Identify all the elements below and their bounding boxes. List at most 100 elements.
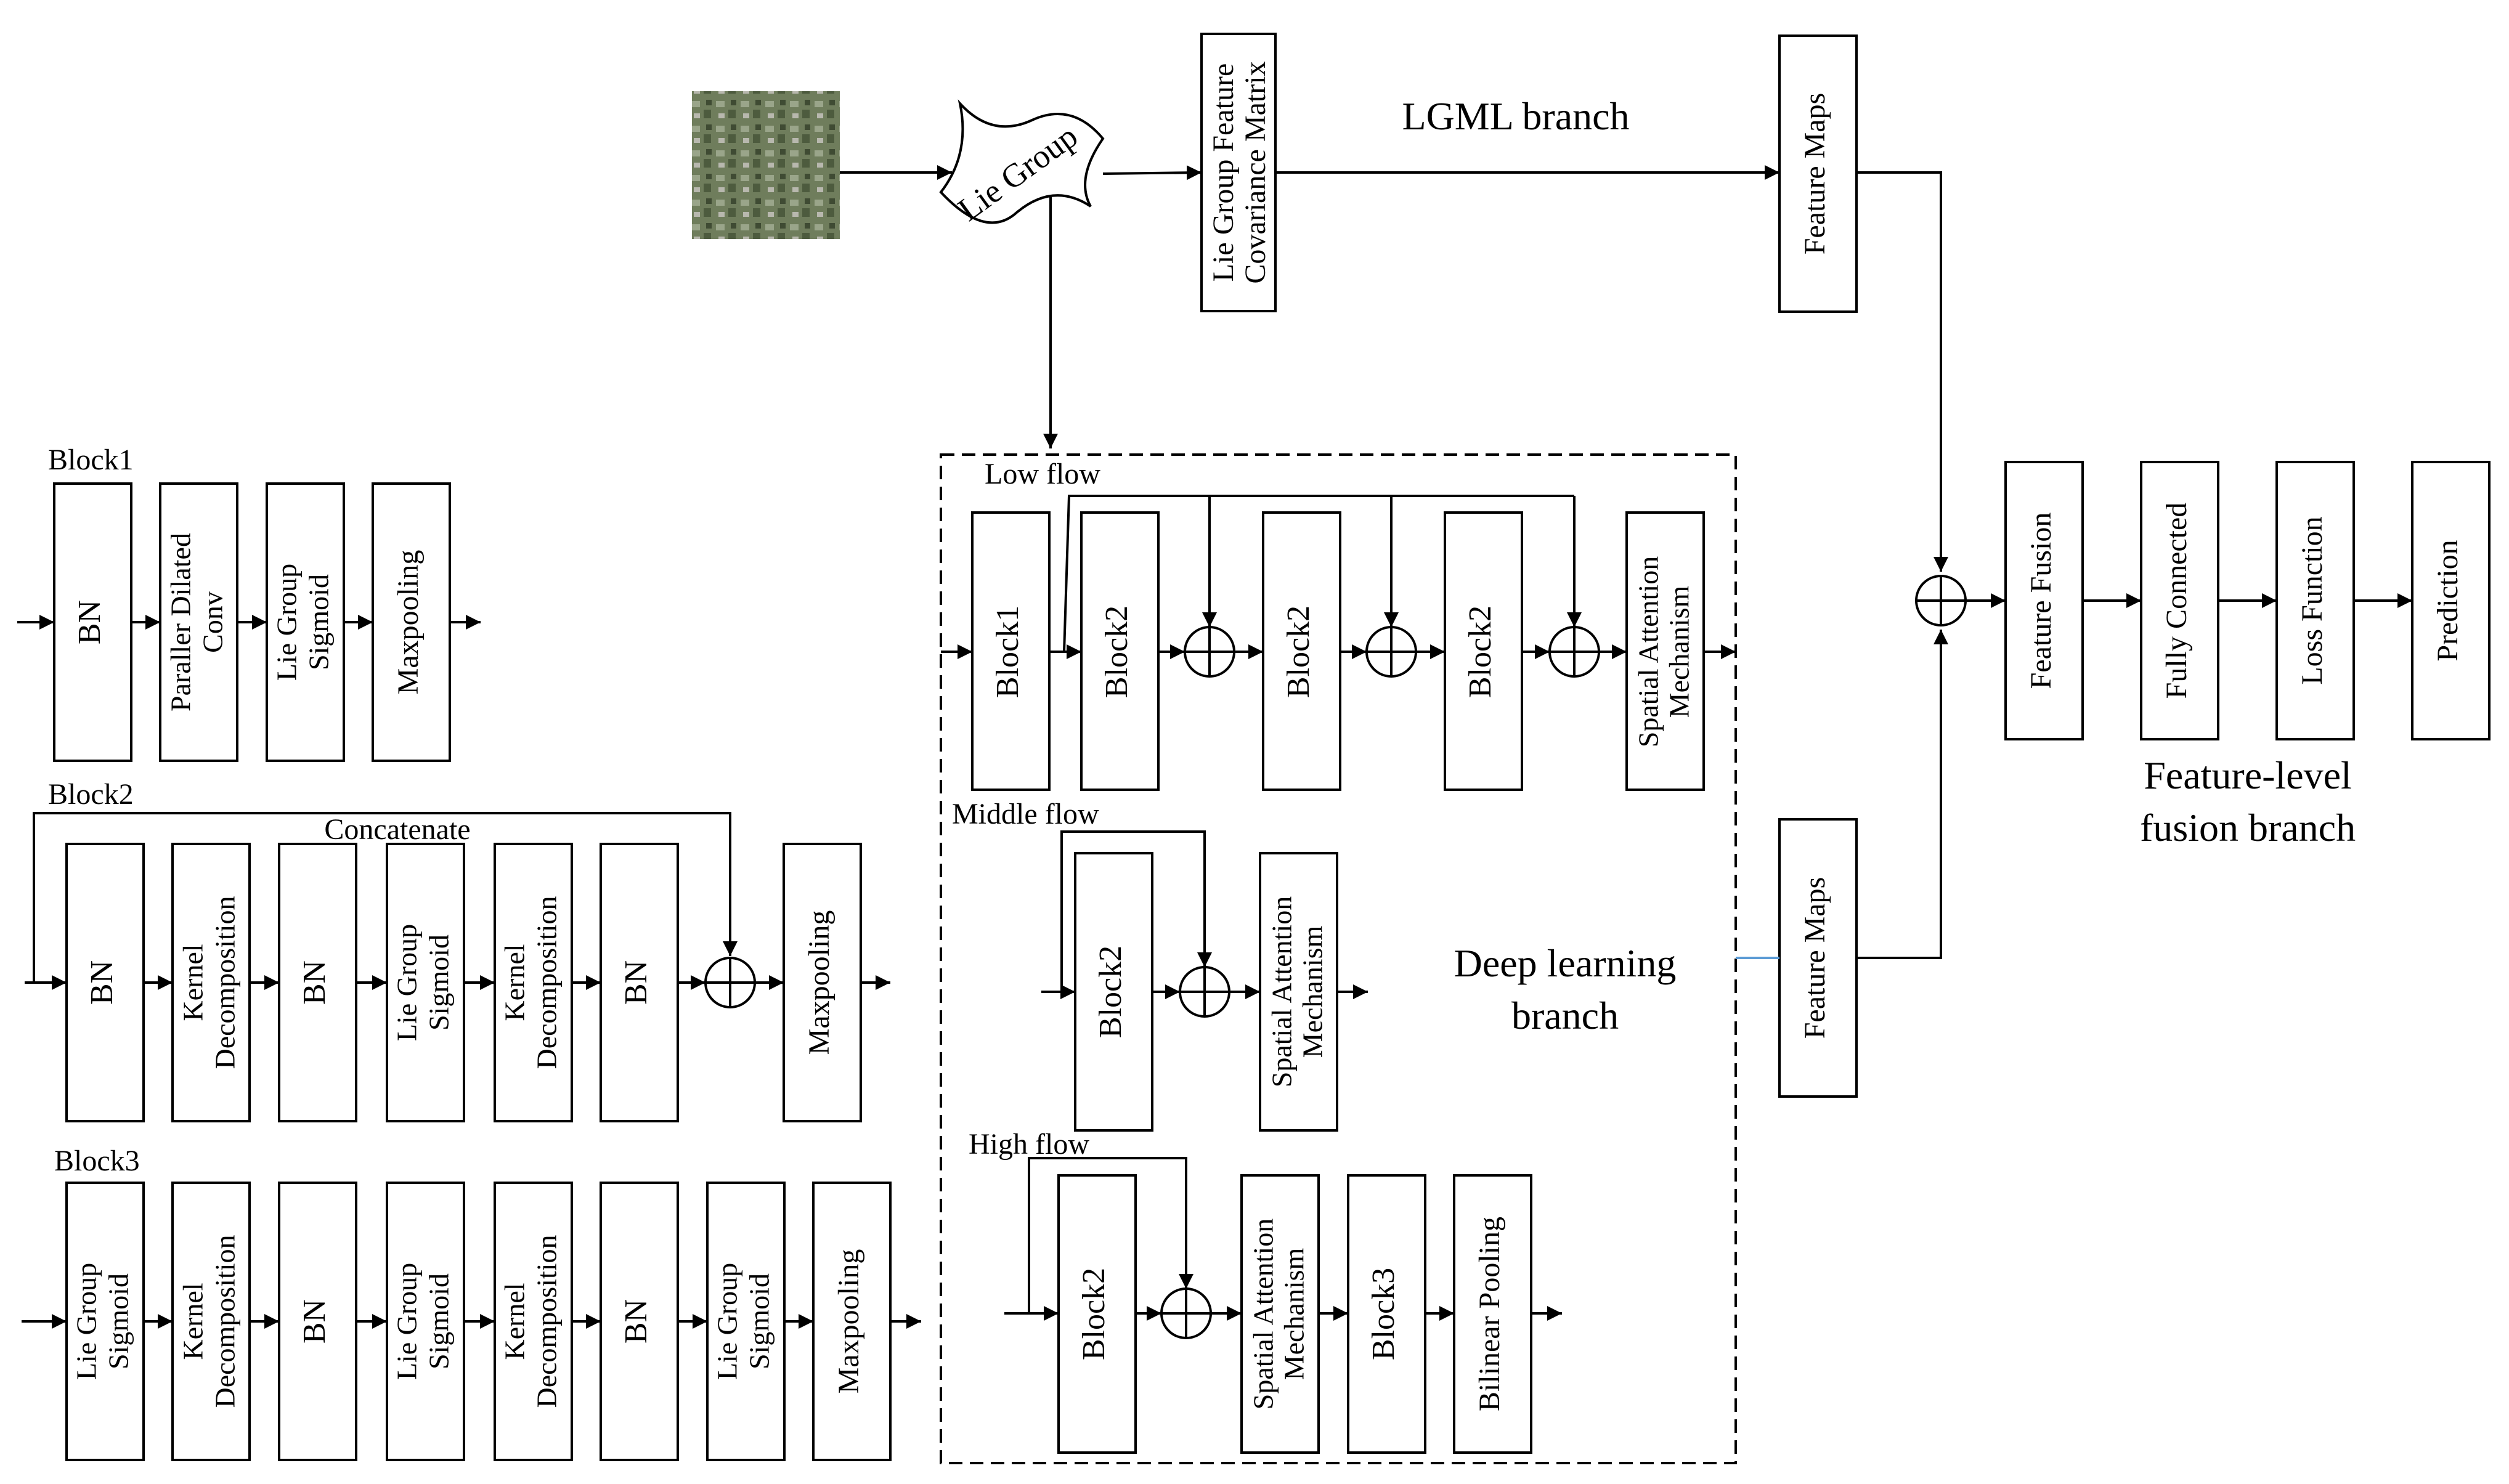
svg-text:Lie Group: Lie Group [71, 1263, 102, 1380]
cov-line1: Lie Group Feature [1207, 63, 1240, 282]
svg-text:Sigmoid: Sigmoid [744, 1273, 775, 1369]
block3-kd1-box: Kernel Decomposition [171, 1182, 251, 1461]
fusion-branch-line2: fusion branch [2140, 806, 2356, 849]
connector-top-fm-to-fusion [1856, 171, 1948, 572]
svg-text:Sigmoid: Sigmoid [423, 1273, 455, 1369]
svg-text:BN: BN [297, 960, 332, 1005]
high-skip-line [1028, 1157, 1194, 1313]
svg-text:Mechanism: Mechanism [1279, 1247, 1310, 1380]
high-bilinear-box: Bilinear Pooling [1453, 1174, 1532, 1454]
middle-add-circle [1179, 966, 1230, 1018]
svg-text:Paraller Dilated: Paraller Dilated [165, 533, 197, 712]
svg-text:BN: BN [619, 1299, 654, 1344]
svg-text:Lie Group: Lie Group [391, 1263, 423, 1380]
block3-bn2-box: BN [600, 1182, 679, 1461]
svg-text:Kernel: Kernel [177, 1283, 209, 1360]
svg-text:Block2: Block2 [1463, 606, 1498, 698]
svg-text:BN: BN [619, 960, 654, 1005]
high-block2-box: Block2 [1057, 1174, 1137, 1454]
low-skip-line [1063, 495, 1574, 652]
svg-text:Kernel: Kernel [177, 944, 209, 1021]
deep-branch-line2: branch [1511, 994, 1619, 1037]
svg-text:Lie Group: Lie Group [271, 564, 303, 681]
lgml-branch-label: LGML branch [1402, 94, 1629, 138]
svg-text:Lie Group: Lie Group [712, 1263, 743, 1380]
block3-lie-sigmoid3-box: Lie Group Sigmoid [706, 1182, 786, 1461]
low-block2-c-box: Block2 [1444, 511, 1523, 791]
svg-text:Maxpooling: Maxpooling [832, 1249, 865, 1394]
block3-kd2-box: Kernel Decomposition [494, 1182, 573, 1461]
feature-maps-bottom-label: Feature Maps [1799, 877, 1831, 1039]
low-add-circle-2 [1365, 626, 1417, 678]
fusion-branch-line1: Feature-level [2144, 753, 2352, 797]
block2-kd1-box: Kernel Decomposition [171, 843, 251, 1122]
feature-fusion-box: Feature Fusion [2004, 461, 2084, 740]
svg-text:Block2: Block2 [1281, 606, 1316, 698]
block3-title: Block3 [54, 1145, 140, 1177]
svg-text:Block2: Block2 [1076, 1268, 1112, 1360]
high-flow-title: High flow [969, 1128, 1089, 1161]
svg-text:Block1: Block1 [990, 606, 1025, 698]
svg-text:Lie Group: Lie Group [391, 924, 423, 1041]
block3-maxpool-box: Maxpooling [812, 1182, 892, 1461]
block3-lie-sigmoid2-box: Lie Group Sigmoid [386, 1182, 465, 1461]
feature-maps-bottom-box: Feature Maps [1778, 818, 1858, 1098]
high-block3-box: Block3 [1347, 1174, 1426, 1454]
connector-bottom-fm-to-fusion [1856, 630, 1948, 959]
block2-bn3-box: BN [600, 843, 679, 1122]
svg-text:Mechanism: Mechanism [1297, 925, 1328, 1058]
low-block2-b-box: Block2 [1262, 511, 1341, 791]
high-sam-box: Spatial Attention Mechanism [1240, 1174, 1320, 1454]
block2-maxpool-box: Maxpooling [783, 843, 862, 1122]
svg-text:Decomposition: Decomposition [209, 1235, 241, 1408]
prediction-box: Prediction [2411, 461, 2491, 740]
block3-bn1-box: BN [278, 1182, 357, 1461]
middle-flow-title: Middle flow [952, 798, 1099, 830]
block2-bn2-box: BN [278, 843, 357, 1122]
feature-maps-top-box: Feature Maps [1778, 34, 1858, 313]
block2-kd2-box: Kernel Decomposition [494, 843, 573, 1122]
svg-text:Kernel: Kernel [499, 944, 531, 1021]
svg-text:BN: BN [84, 960, 120, 1005]
svg-text:Kernel: Kernel [499, 1283, 531, 1360]
block2-lie-sigmoid-box: Lie Group Sigmoid [386, 843, 465, 1122]
svg-text:Maxpooling: Maxpooling [803, 910, 836, 1055]
svg-text:Spatial Attention: Spatial Attention [1266, 896, 1298, 1087]
cov-matrix-box: Lie Group Feature Covariance Matrix [1200, 33, 1277, 312]
loss-function-label: Loss Function [2296, 516, 2328, 684]
block1-title: Block1 [48, 444, 134, 476]
svg-text:Spatial Attention: Spatial Attention [1633, 556, 1664, 747]
feature-maps-top-label: Feature Maps [1799, 93, 1831, 255]
svg-text:Decomposition: Decomposition [531, 896, 563, 1069]
block1-dilated-conv-box: Paraller Dilated Conv [159, 482, 238, 762]
svg-text:Block2: Block2 [1099, 606, 1134, 698]
block2-concatenate-label: Concatenate [324, 813, 470, 846]
block1-lie-sigmoid-box: Lie Group Sigmoid [266, 482, 345, 762]
middle-block2-box: Block2 [1074, 852, 1153, 1132]
low-add-circle-3 [1548, 626, 1600, 678]
low-block1-box: Block1 [971, 511, 1051, 791]
cov-line2: Covariance Matrix [1239, 61, 1272, 283]
low-add-circle-1 [1184, 626, 1235, 678]
svg-text:Sigmoid: Sigmoid [103, 1273, 134, 1369]
svg-text:Block3: Block3 [1366, 1268, 1401, 1360]
block2-bn1-box: BN [65, 843, 145, 1122]
svg-text:Decomposition: Decomposition [209, 896, 241, 1069]
middle-sam-box: Spatial Attention Mechanism [1259, 852, 1338, 1132]
svg-text:BN: BN [297, 1299, 332, 1344]
block2-concat-line [33, 812, 738, 983]
fusion-add-circle [1915, 575, 1967, 626]
fully-connected-box: Fully Connected [2140, 461, 2219, 740]
svg-text:Sigmoid: Sigmoid [303, 574, 335, 670]
svg-text:Decomposition: Decomposition [531, 1235, 563, 1408]
lie-group-shape [939, 99, 1105, 224]
block1-bn-box: BN [53, 482, 132, 762]
svg-text:Maxpooling: Maxpooling [392, 550, 425, 695]
feature-fusion-label: Feature Fusion [2025, 513, 2057, 689]
satellite-image [692, 91, 840, 239]
svg-text:Conv: Conv [197, 591, 229, 653]
svg-text:Spatial Attention: Spatial Attention [1248, 1218, 1279, 1409]
middle-skip-line [1060, 830, 1212, 992]
svg-text:Sigmoid: Sigmoid [423, 935, 455, 1031]
